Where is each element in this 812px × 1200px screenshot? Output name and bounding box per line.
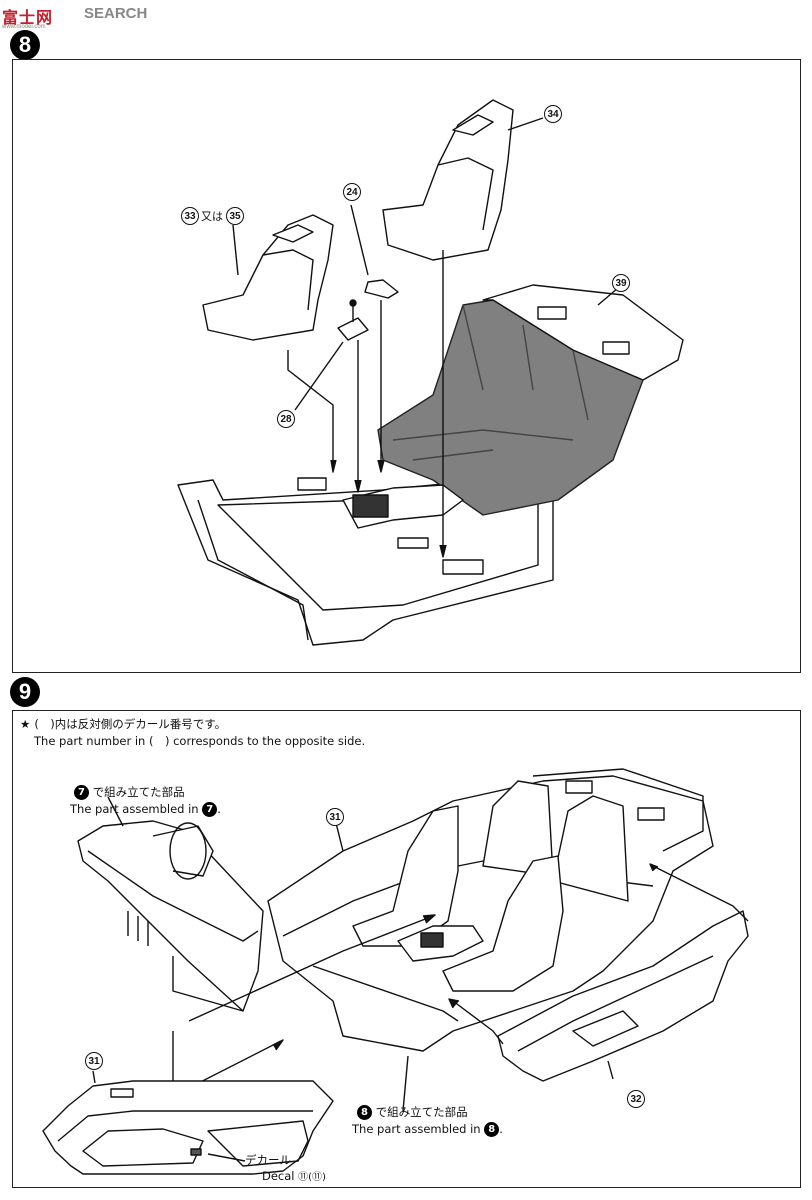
assembled-8-jp: で組み立てた部品 <box>375 1105 468 1119</box>
decal-jp-label: デカール <box>245 1153 291 1167</box>
callout-part-34: 34 <box>544 105 562 123</box>
callout-part-32: 32 <box>627 1090 645 1108</box>
step-8-mini-badge: 8 <box>357 1105 372 1120</box>
watermark-url: www.model.com <box>2 24 46 30</box>
callout-part-28: 28 <box>277 410 295 428</box>
assembled-7-jp: で組み立てた部品 <box>92 785 185 799</box>
callout-part-39: 39 <box>612 274 630 292</box>
watermark-logo: 富士网 SEARCH www.model.com <box>0 0 180 32</box>
assembled-in-7-en-label: The part assembled in 7. <box>70 802 221 817</box>
watermark-brand-cn: 富士网 <box>2 8 54 27</box>
assembled-in-7-label: 7 で組み立てた部品 <box>74 784 185 800</box>
assembled-in-8-en-label: The part assembled in 8. <box>352 1122 503 1137</box>
step-9-panel <box>12 710 801 1188</box>
assembled-7-en: The part assembled in <box>70 802 199 816</box>
step-7-mini-badge: 7 <box>74 785 89 800</box>
step-8-badge: 8 <box>10 30 40 60</box>
step-9-illustration <box>42 768 749 1175</box>
step-8-panel <box>12 59 801 673</box>
assembled-8-en: The part assembled in <box>352 1122 481 1136</box>
decal-numbers: ⑪(⑪) <box>298 1172 326 1183</box>
step-8-mini-badge-en: 8 <box>484 1122 500 1137</box>
star-icon: ★ <box>20 717 31 731</box>
opposite-side-note: ★( )内は反対側のデカール番号です。 The part number in (… <box>20 716 365 750</box>
note-jp: ( )内は反対側のデカール番号です。 <box>34 717 227 731</box>
callout-part-33: 33 <box>181 207 199 225</box>
note-en: The part number in ( ) corresponds to th… <box>34 734 366 748</box>
label-or: 又は <box>201 210 223 223</box>
decal-en: Decal <box>262 1169 295 1183</box>
watermark-brand-en: SEARCH <box>84 5 148 22</box>
callout-part-35: 35 <box>226 207 244 225</box>
step-8-illustration <box>177 99 684 646</box>
step-9-badge: 9 <box>10 677 40 707</box>
step-7-mini-badge-en: 7 <box>202 802 218 817</box>
decal-en-label: Decal ⑪(⑪) <box>262 1168 326 1183</box>
callout-part-24: 24 <box>343 183 361 201</box>
callout-inset-31: 31 <box>85 1052 103 1070</box>
assembled-in-8-label: 8 で組み立てた部品 <box>357 1104 468 1120</box>
callout-part-31: 31 <box>326 808 344 826</box>
